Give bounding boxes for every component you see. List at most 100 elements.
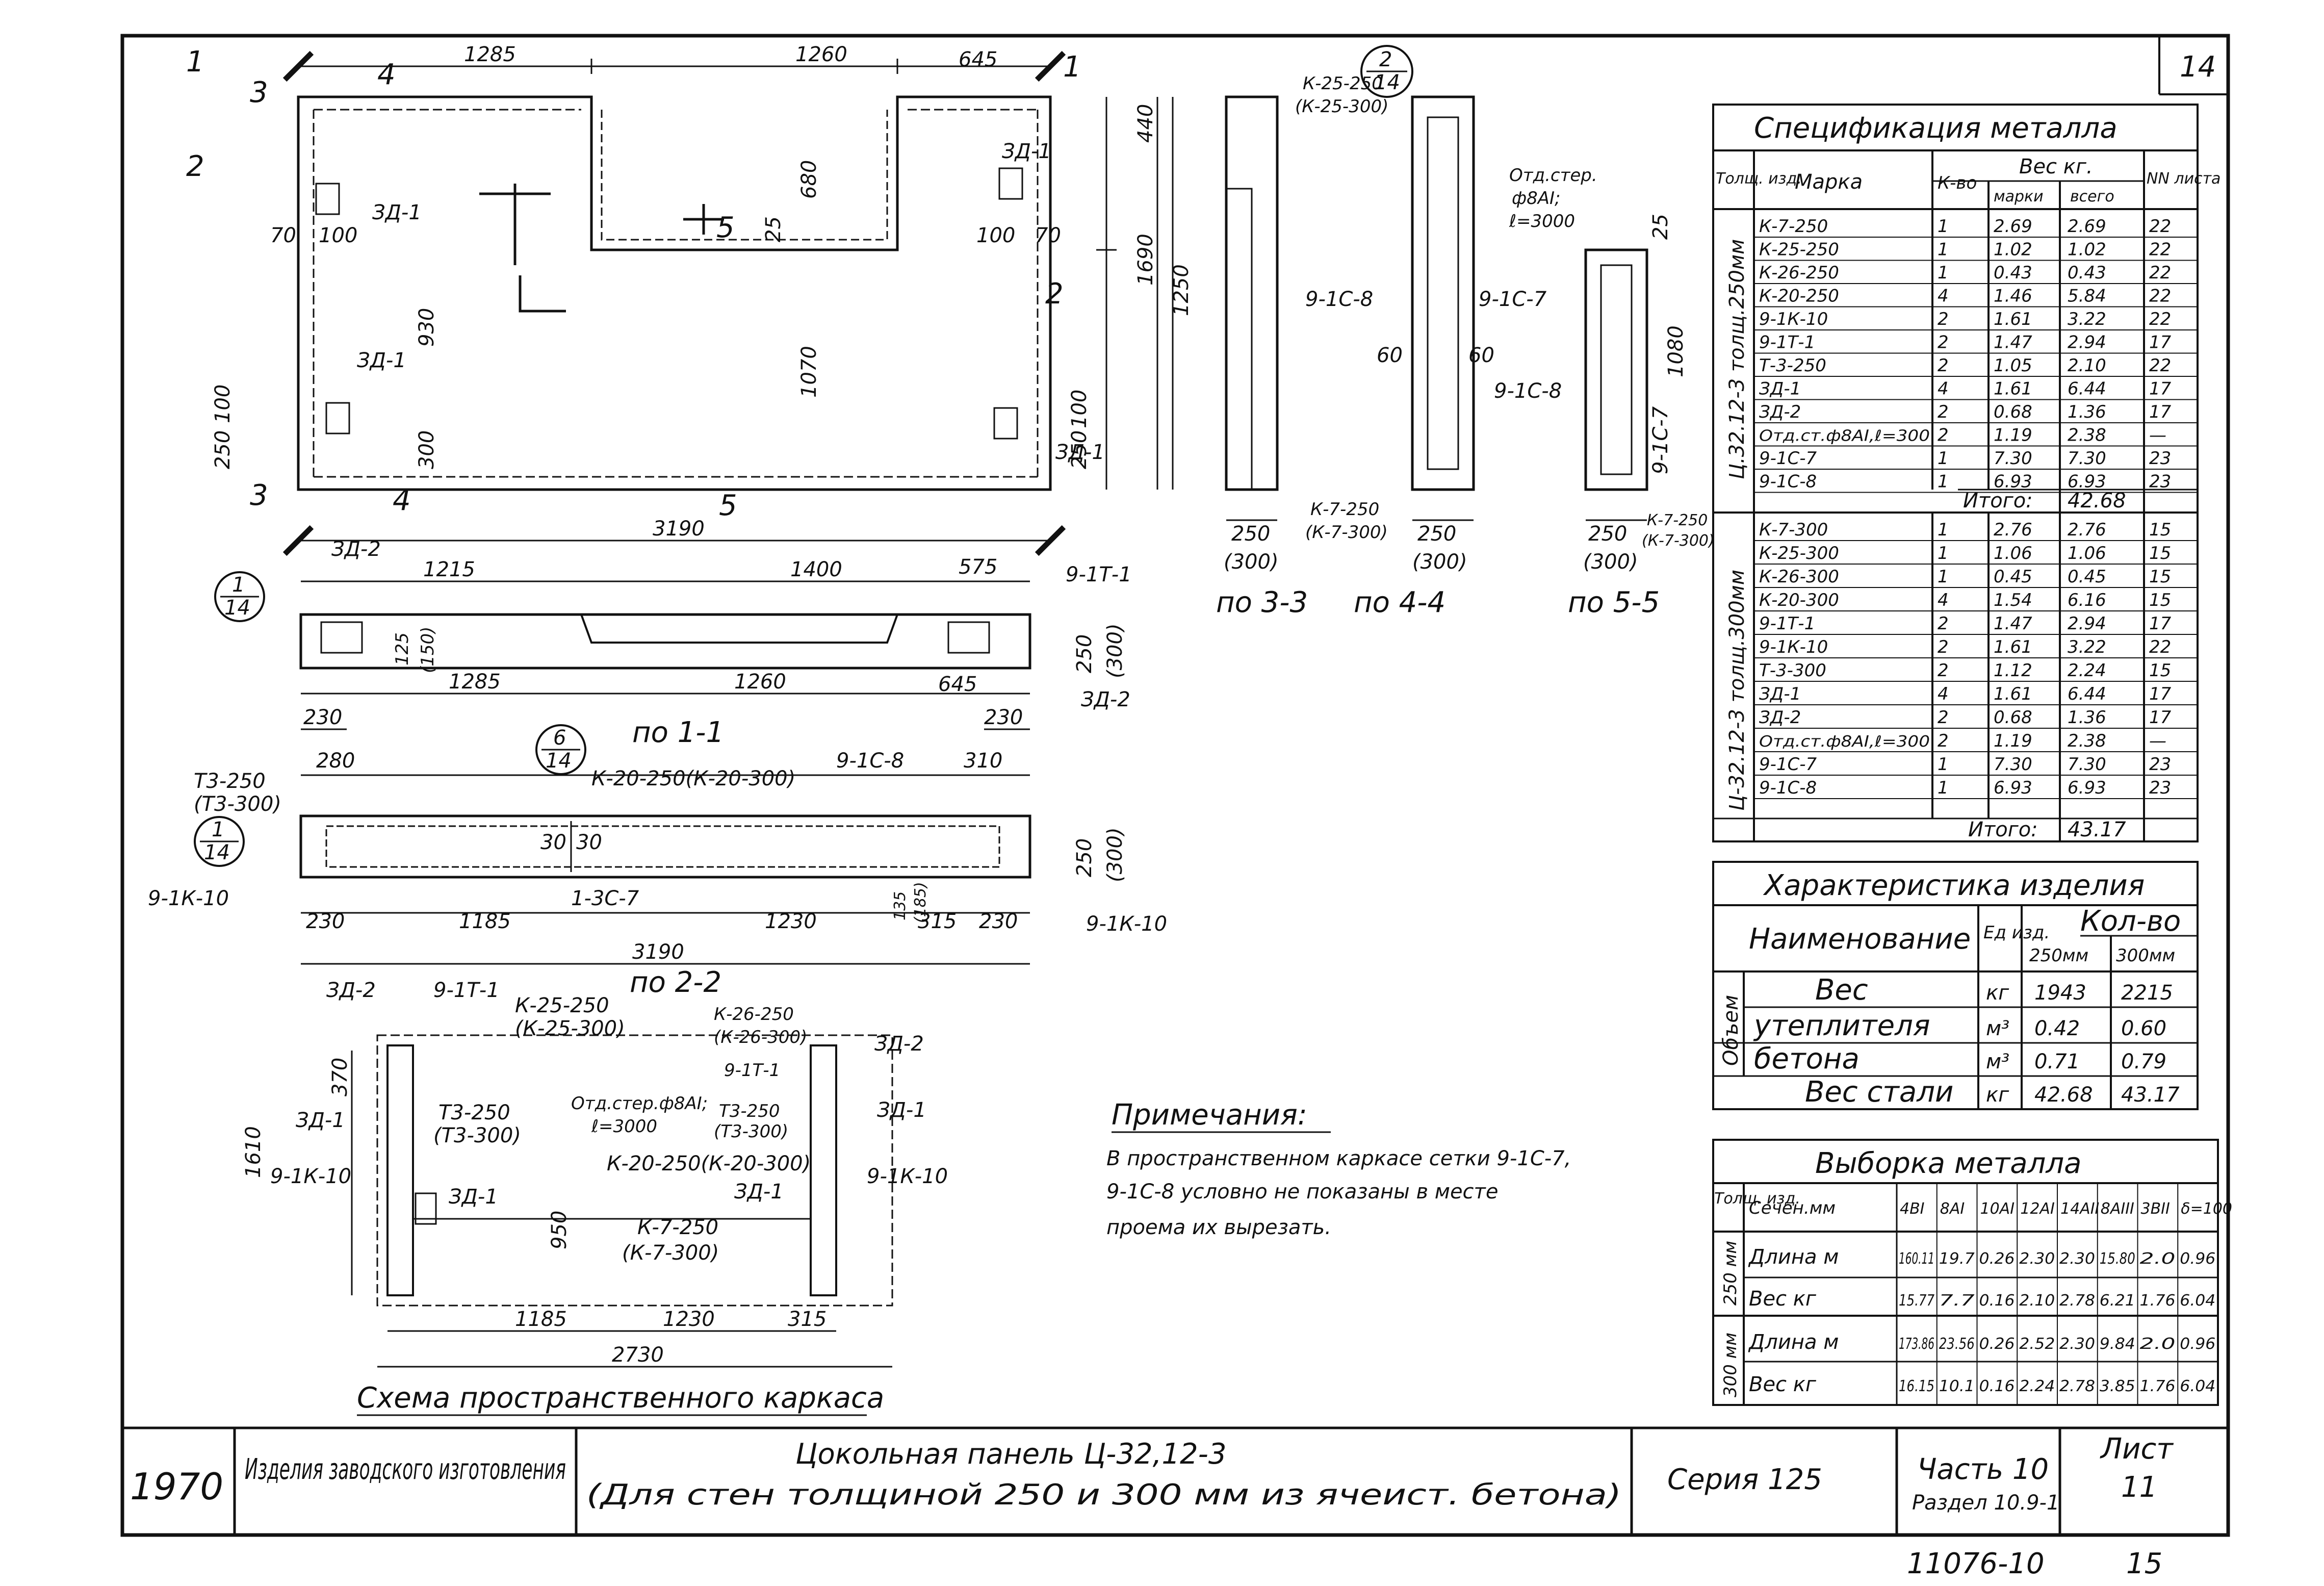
section-3-3 bbox=[1172, 95, 1279, 521]
sel-col-header: 10АI bbox=[1980, 1200, 2015, 1218]
embed-zd1 bbox=[993, 407, 1018, 440]
sel-group: 300 мм bbox=[1720, 1333, 1741, 1397]
dim-label: 135 bbox=[891, 891, 909, 920]
sel-cell: 9.84 bbox=[2100, 1335, 2135, 1353]
spec-cell: 1.61 bbox=[1994, 637, 2032, 657]
dim-label: 1285 bbox=[449, 670, 501, 694]
section-dim bbox=[301, 580, 1030, 730]
dim-label: 645 bbox=[959, 48, 997, 71]
spec-cell: К-25-250 bbox=[1759, 240, 1839, 260]
cut-mark: 5 bbox=[719, 489, 737, 522]
spec-cell: 17 bbox=[2149, 379, 2172, 399]
dim-label: 575 bbox=[959, 555, 997, 579]
spec-cell: 15 bbox=[2149, 660, 2171, 681]
char-cell-unit: кг bbox=[1986, 981, 2009, 1005]
section-inner bbox=[1427, 116, 1459, 470]
sel-col-header: 3ВII bbox=[2141, 1200, 2171, 1218]
spec-cell: 1 bbox=[1938, 754, 1949, 775]
sel-title: Выборка металла bbox=[1815, 1147, 2081, 1180]
cage-label: К-20-250(К-20-300) bbox=[607, 1152, 811, 1175]
char-cell-name: бетона bbox=[1754, 1042, 1860, 1076]
spec-cell: 9-1Т-1 bbox=[1759, 332, 1815, 353]
char-cell-name: Вес стали bbox=[1805, 1076, 1953, 1109]
sel-cell: 0.16 bbox=[1979, 1292, 2015, 1310]
spec-cell: 17 bbox=[2149, 332, 2172, 353]
spec-cell: 1.61 bbox=[1994, 309, 2032, 329]
spec-cell: 1.47 bbox=[1994, 613, 2032, 634]
section-outline bbox=[1411, 95, 1475, 491]
callout-top: 1 bbox=[232, 573, 245, 597]
panel-outline bbox=[297, 95, 1052, 491]
spec-cell: 23 bbox=[2149, 778, 2171, 798]
cage-label: 9-1Т-1 bbox=[433, 979, 500, 1002]
spec-cell: 15 bbox=[2149, 520, 2171, 540]
sel-cell: 3.85 bbox=[2100, 1377, 2135, 1395]
embed-label: ЗД-2 bbox=[1081, 688, 1130, 711]
cage-label: (К-25-300) bbox=[515, 1017, 625, 1040]
embed-label: ЗД-1 bbox=[1002, 140, 1051, 163]
spec-cell: 9-1Т-1 bbox=[1759, 613, 1815, 634]
callout-circle bbox=[1360, 45, 1413, 98]
cage-dim: 950 bbox=[548, 1211, 571, 1249]
sel-cell: 15.77 bbox=[1899, 1292, 1934, 1310]
spec-cell: 9-1К-10 bbox=[1759, 309, 1828, 329]
dim-label: 1400 bbox=[790, 558, 842, 581]
spec-header: NN листа bbox=[2147, 170, 2220, 188]
tb-year: 1970 bbox=[130, 1465, 223, 1508]
spec-cell: 9-1С-8 bbox=[1759, 778, 1817, 798]
spec-cell: 1.36 bbox=[2068, 707, 2106, 728]
sel-group: 250 мм bbox=[1720, 1241, 1741, 1306]
spec-cell: 2 bbox=[1938, 332, 1949, 353]
section-dim: (300) bbox=[1583, 550, 1638, 574]
spec-cell: 3.22 bbox=[2068, 309, 2106, 329]
spec-cell: 0.43 bbox=[1994, 263, 2032, 283]
dim-label: 230 bbox=[979, 910, 1018, 933]
cage-label: Т3-250 bbox=[719, 1101, 780, 1121]
spec-cell: 1 bbox=[1938, 263, 1949, 283]
dim-label: 930 bbox=[415, 308, 438, 347]
dim-label: 1070 bbox=[797, 346, 821, 398]
callout-top: 2 bbox=[1379, 48, 1392, 71]
spec-cell: 23 bbox=[2149, 472, 2171, 492]
sel-col-header: 8АIII bbox=[2101, 1200, 2134, 1218]
spec-cell: 1.12 bbox=[1994, 660, 2032, 681]
dim-label: 440 bbox=[1134, 104, 1157, 143]
section-title: по 1-1 bbox=[632, 716, 724, 749]
spec-cell: ЗД-1 bbox=[1759, 379, 1801, 399]
sel-cell: 6.04 bbox=[2180, 1292, 2215, 1310]
spec-cell: 17 bbox=[2149, 613, 2172, 634]
elevation-text: 1285 1260 645 3190 70 100 930 300 250 10… bbox=[186, 43, 1157, 541]
dim-label: 1215 bbox=[423, 558, 475, 581]
spec-header: Вес кг. bbox=[2019, 155, 2093, 178]
notes-line: В пространственном каркасе сетки 9-1С-7, bbox=[1106, 1147, 1571, 1170]
spec-cell: К-25-300 bbox=[1759, 543, 1839, 564]
char-header: 250мм bbox=[2029, 945, 2088, 966]
section-dim bbox=[301, 774, 1030, 965]
spec-cell: 1.36 bbox=[2068, 402, 2106, 422]
spec-cell: 2 bbox=[1938, 309, 1949, 329]
sel-header: Сечен.мм bbox=[1749, 1198, 1836, 1218]
dim-label: 70 bbox=[1035, 224, 1061, 247]
callout-bottom: 14 bbox=[204, 841, 230, 864]
embed-label: ЗД-1 bbox=[372, 201, 422, 224]
cage-dim: 1610 bbox=[242, 1126, 265, 1178]
spec-cell: 17 bbox=[2149, 684, 2172, 704]
callout-top: 6 bbox=[553, 726, 566, 750]
embed-label: ЗД-1 bbox=[1055, 441, 1105, 464]
sel-row-label: Вес кг bbox=[1749, 1287, 1817, 1311]
sel-cell: 1.76 bbox=[2140, 1292, 2176, 1310]
cage-label: 9-1Т-1 bbox=[724, 1060, 780, 1081]
sel-col-header: 12АI bbox=[2020, 1200, 2055, 1218]
cage-label: ЗД-2 bbox=[874, 1032, 924, 1056]
section-5-5 bbox=[1584, 248, 1648, 521]
callout-bottom: 14 bbox=[224, 596, 250, 620]
dim-label: 1260 bbox=[795, 43, 847, 66]
spec-cell: К-7-250 bbox=[1759, 216, 1828, 237]
sel-cell: 2.78 bbox=[2059, 1292, 2095, 1310]
spec-cell: 23 bbox=[2149, 754, 2171, 775]
cage-label: ЗД-1 bbox=[449, 1185, 498, 1209]
spec-cell: К-20-300 bbox=[1759, 590, 1839, 610]
cage-label: К-25-250 bbox=[515, 994, 609, 1017]
sel-cell: 2.0 bbox=[2140, 1250, 2176, 1268]
